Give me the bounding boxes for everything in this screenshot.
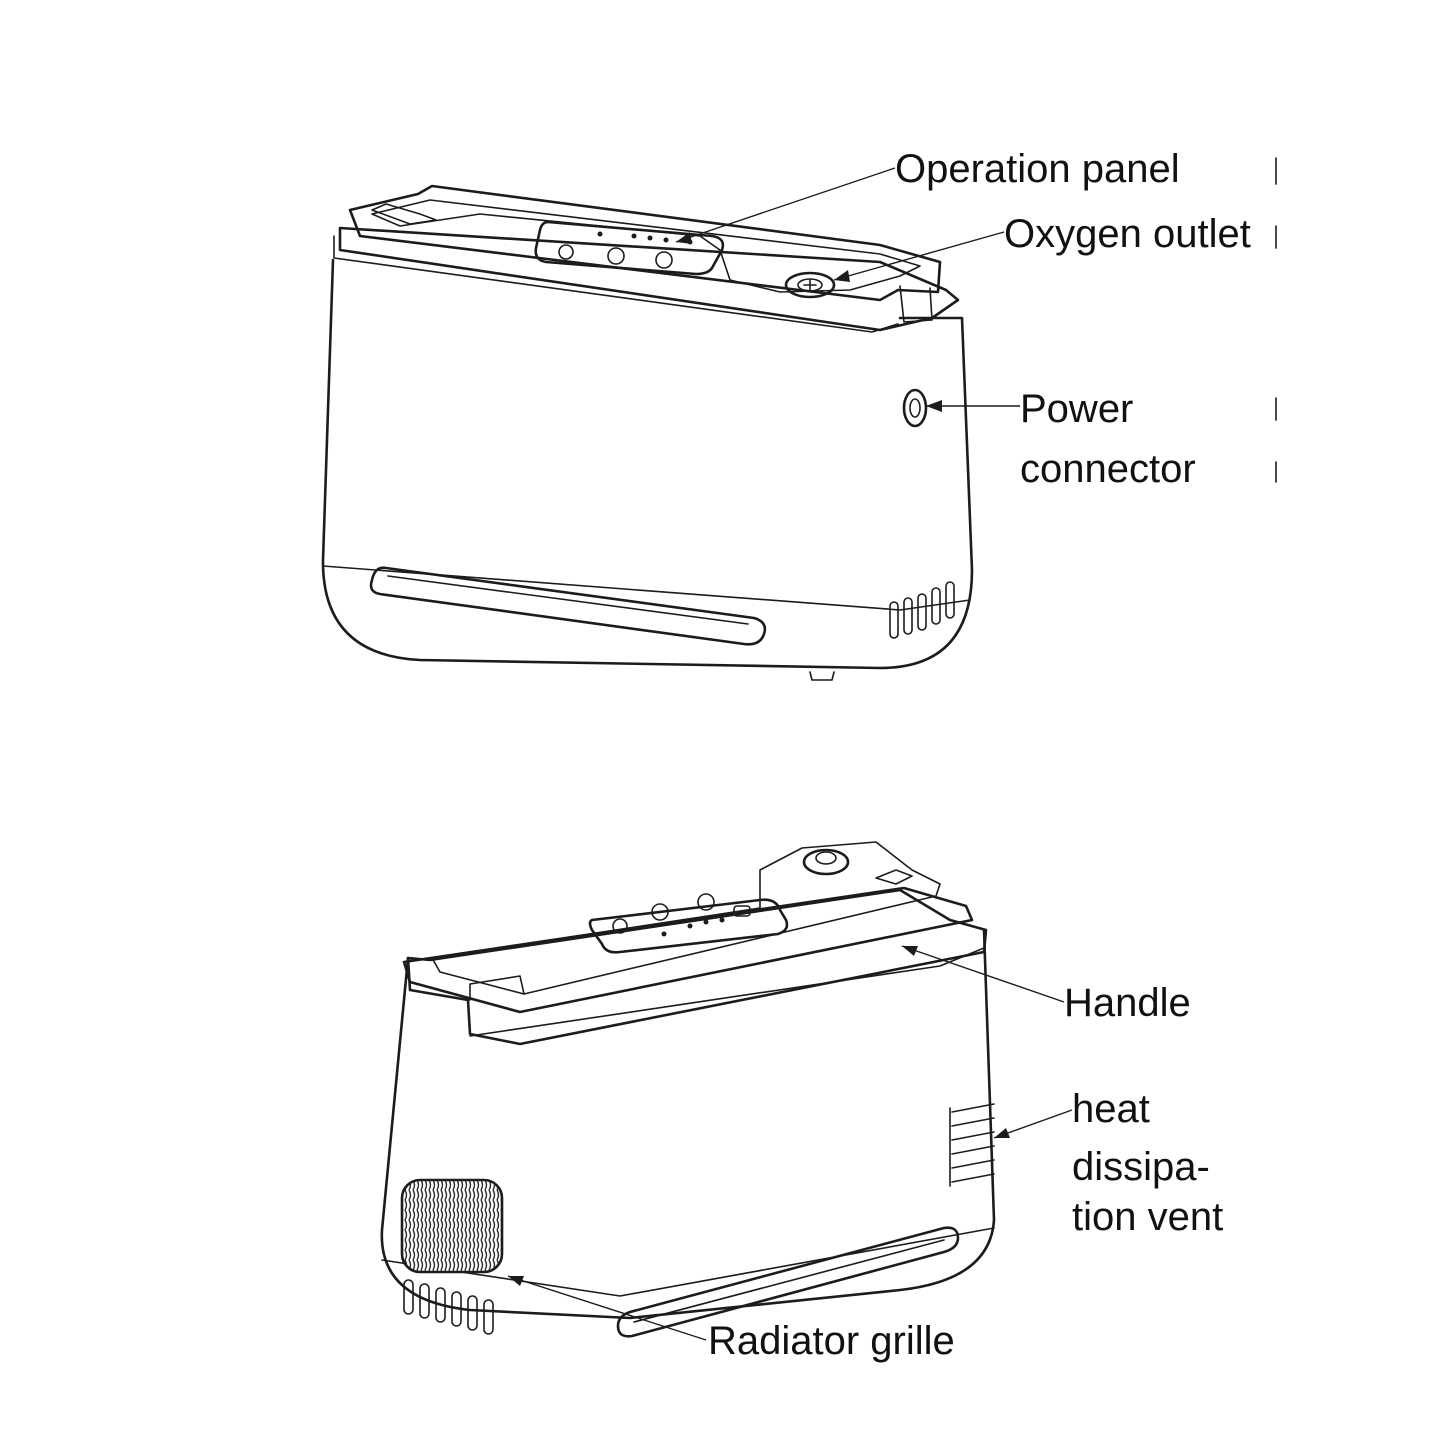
label-power-connector-line2: connector <box>1020 447 1196 491</box>
device-lid-outer <box>338 226 960 332</box>
handle-top-view <box>348 184 942 302</box>
handle-rear-view <box>402 886 974 1014</box>
leader-lines <box>507 167 1073 1341</box>
operation-panel-bottom <box>588 893 789 954</box>
front-strip-top <box>369 566 767 646</box>
power-connector <box>902 388 928 428</box>
label-heat-vent-line2: dissipa- <box>1072 1145 1210 1189</box>
heat-dissipation-vent <box>949 1103 995 1187</box>
front-strip-bottom <box>616 1226 960 1338</box>
vent-slots-top <box>889 581 955 639</box>
device-lid-bottom <box>406 888 988 1046</box>
oxygen-outlet-top <box>784 271 836 299</box>
label-operation-panel: Operation panel <box>895 147 1180 191</box>
label-handle: Handle <box>1064 981 1191 1025</box>
vent-slots-bottom <box>403 1279 494 1335</box>
oxygen-outlet-bottom <box>802 848 850 876</box>
label-oxygen-outlet: Oxygen outlet <box>1004 212 1251 256</box>
device-rear-view <box>380 841 996 1338</box>
device-body-top <box>321 258 974 670</box>
radiator-grille <box>400 1178 504 1274</box>
label-heat-vent-line1: heat <box>1072 1087 1150 1131</box>
label-heat-vent-line3: tion vent <box>1072 1195 1223 1239</box>
device-front-view <box>321 184 974 681</box>
operation-panel-top <box>534 220 725 276</box>
device-body-bottom <box>380 928 996 1320</box>
label-power-connector-line1: Power <box>1020 387 1133 431</box>
label-radiator-grille: Radiator grille <box>708 1319 955 1363</box>
